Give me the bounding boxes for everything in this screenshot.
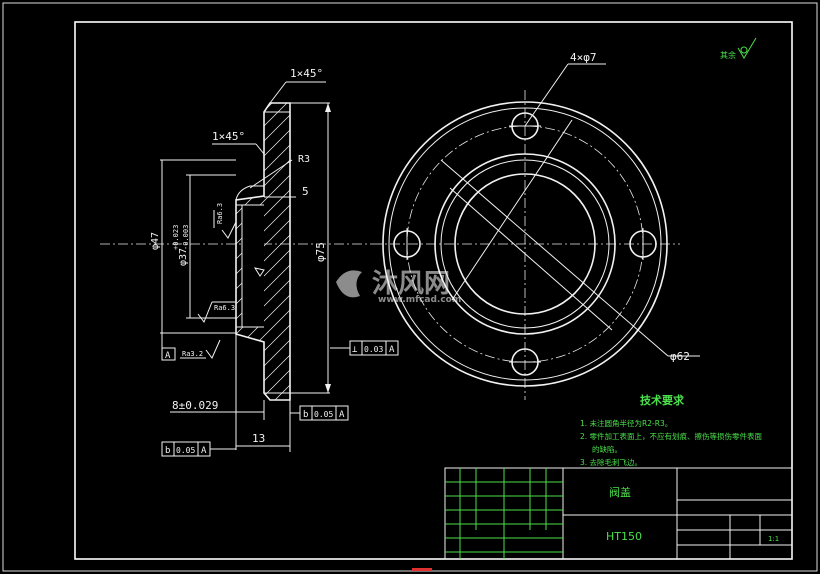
title-block: 阀盖 HT150 1:1 xyxy=(444,467,793,560)
dim-r3: R3 xyxy=(298,154,310,165)
tech-heading: 技术要求 xyxy=(640,393,685,407)
svg-text:b: b xyxy=(303,410,308,420)
svg-text:A: A xyxy=(201,446,207,456)
dim-tol-plus: +0.023 xyxy=(172,225,180,250)
dim-chamfer-mid: 1×45° xyxy=(212,130,245,143)
tolerance-frame-1: ⊥ 0.03 A xyxy=(330,340,399,356)
tech-line-2a: 2. 零件加工表面上，不应有划痕、擦伤等损伤零件表面 xyxy=(580,431,763,441)
drawing-frame xyxy=(74,21,793,560)
svg-text:A: A xyxy=(389,345,395,355)
outer-circle xyxy=(382,101,668,387)
scale-value: 1:1 xyxy=(768,535,779,543)
red-mark xyxy=(412,568,432,571)
watermark-url: www.mfcad.com xyxy=(378,295,461,305)
dim-phi75: φ75 xyxy=(314,242,327,262)
tech-line-1: 1. 未注圆角半径为R2-R3。 xyxy=(580,418,672,428)
dim-13: 13 xyxy=(252,432,265,445)
datum-a: A xyxy=(161,333,176,361)
dim-8: 8±0.029 xyxy=(172,399,218,412)
watermark-logo xyxy=(336,270,362,298)
roughness-ra-a: Ra6.3 xyxy=(213,203,237,239)
material: HT150 xyxy=(606,530,642,543)
svg-text:0.05: 0.05 xyxy=(314,410,333,419)
dim-chamfer-top: 1×45° xyxy=(290,67,323,80)
roughness-note: 其余 xyxy=(720,37,757,60)
svg-text:Ra6.3: Ra6.3 xyxy=(216,203,224,224)
roughness-ra-b: Ra6.3 xyxy=(197,301,236,324)
roughness-ra-c: Ra3.2 xyxy=(180,339,221,359)
tech-line-3: 3. 去除毛刺飞边。 xyxy=(580,457,642,467)
section-view: φ47 φ37 +0.023 -0.003 φ75 1×45° 1×45° R3… xyxy=(100,67,399,457)
tolerance-frame-2: b 0.05 A xyxy=(290,405,349,421)
tech-line-2b: 的缺陷。 xyxy=(592,444,622,454)
front-view: 4×φ7 φ62 xyxy=(372,51,700,400)
svg-text:其余: 其余 xyxy=(720,50,736,60)
watermark: 沐风网 www.mfcad.com xyxy=(336,269,461,305)
svg-text:b: b xyxy=(165,446,170,456)
svg-text:A: A xyxy=(165,351,171,361)
svg-text:0.03: 0.03 xyxy=(364,345,383,354)
dim-phi37: φ37 xyxy=(178,248,189,266)
watermark-brand: 沐风网 xyxy=(372,269,450,299)
part-name: 阀盖 xyxy=(609,485,631,499)
svg-text:Ra3.2: Ra3.2 xyxy=(182,350,203,358)
dim-holes: 4×φ7 xyxy=(570,51,597,64)
dim-phi47: φ47 xyxy=(150,232,161,250)
svg-text:⊥: ⊥ xyxy=(352,345,358,355)
dim-5: 5 xyxy=(302,185,309,198)
tolerance-frame-3: b 0.05 A xyxy=(161,441,236,457)
dim-phi62: φ62 xyxy=(670,350,690,363)
technical-requirements: 技术要求 1. 未注圆角半径为R2-R3。 2. 零件加工表面上，不应有划痕、擦… xyxy=(580,393,763,467)
svg-text:Ra6.3: Ra6.3 xyxy=(214,304,235,312)
svg-text:0.05: 0.05 xyxy=(176,446,195,455)
dim-tol-minus: -0.003 xyxy=(182,225,190,250)
svg-text:A: A xyxy=(339,410,345,420)
